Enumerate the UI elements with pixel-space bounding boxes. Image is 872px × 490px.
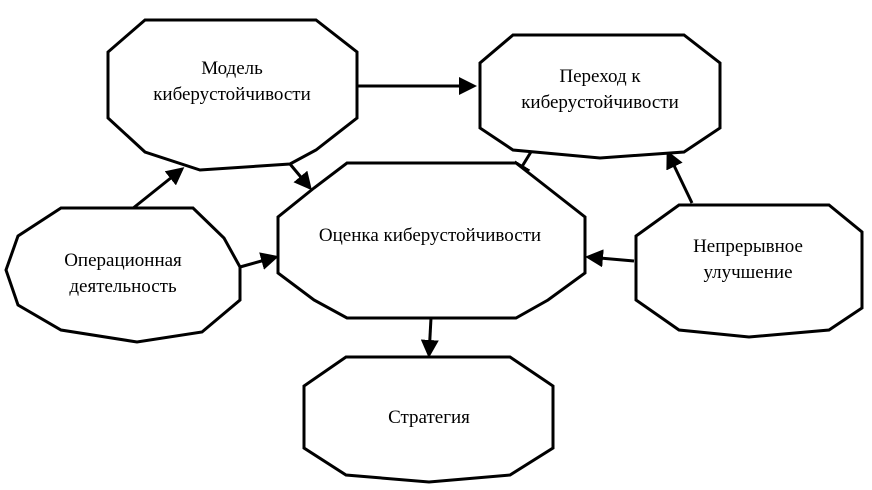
node-transition-label-line2: киберустойчивости: [521, 92, 679, 113]
node-assessment-label: Оценка киберустойчивости: [319, 225, 541, 246]
node-improvement: Непрерывное улучшение: [634, 203, 864, 339]
arrow-operations-to-assessment: [239, 252, 279, 270]
node-operations-shape: [4, 206, 242, 344]
node-strategy: Стратегия: [302, 355, 555, 484]
arrow-assessment-to-strategy: [420, 317, 439, 358]
node-model-label-line2: киберустойчивости: [153, 84, 311, 105]
node-operations-label-line1: Операционная: [64, 250, 182, 271]
node-model-shape: [106, 18, 359, 172]
arrow-improvement-to-transition: [666, 150, 694, 204]
node-improvement-label-line2: улучшение: [703, 262, 792, 283]
node-operations: Операционная деятельность: [4, 206, 242, 344]
node-assessment-shape: [276, 161, 587, 320]
node-assessment: Оценка киберустойчивости: [276, 161, 587, 320]
node-improvement-label-line1: Непрерывное: [693, 236, 803, 257]
node-operations-label-line2: деятельность: [69, 276, 177, 297]
node-transition: Переход к киберустойчивости: [478, 33, 722, 160]
arrow-operations-to-model: [131, 167, 185, 211]
arrow-model-to-assessment: [288, 163, 312, 191]
node-model-label-line1: Модель: [201, 58, 263, 79]
node-improvement-shape: [634, 203, 864, 339]
arrow-improvement-to-assessment: [585, 249, 635, 268]
node-strategy-shape: [302, 355, 555, 484]
node-transition-label-line1: Переход к: [559, 66, 641, 87]
node-strategy-label: Стратегия: [388, 407, 470, 428]
node-transition-shape: [478, 33, 722, 160]
node-model: Модель киберустойчивости: [106, 18, 359, 172]
